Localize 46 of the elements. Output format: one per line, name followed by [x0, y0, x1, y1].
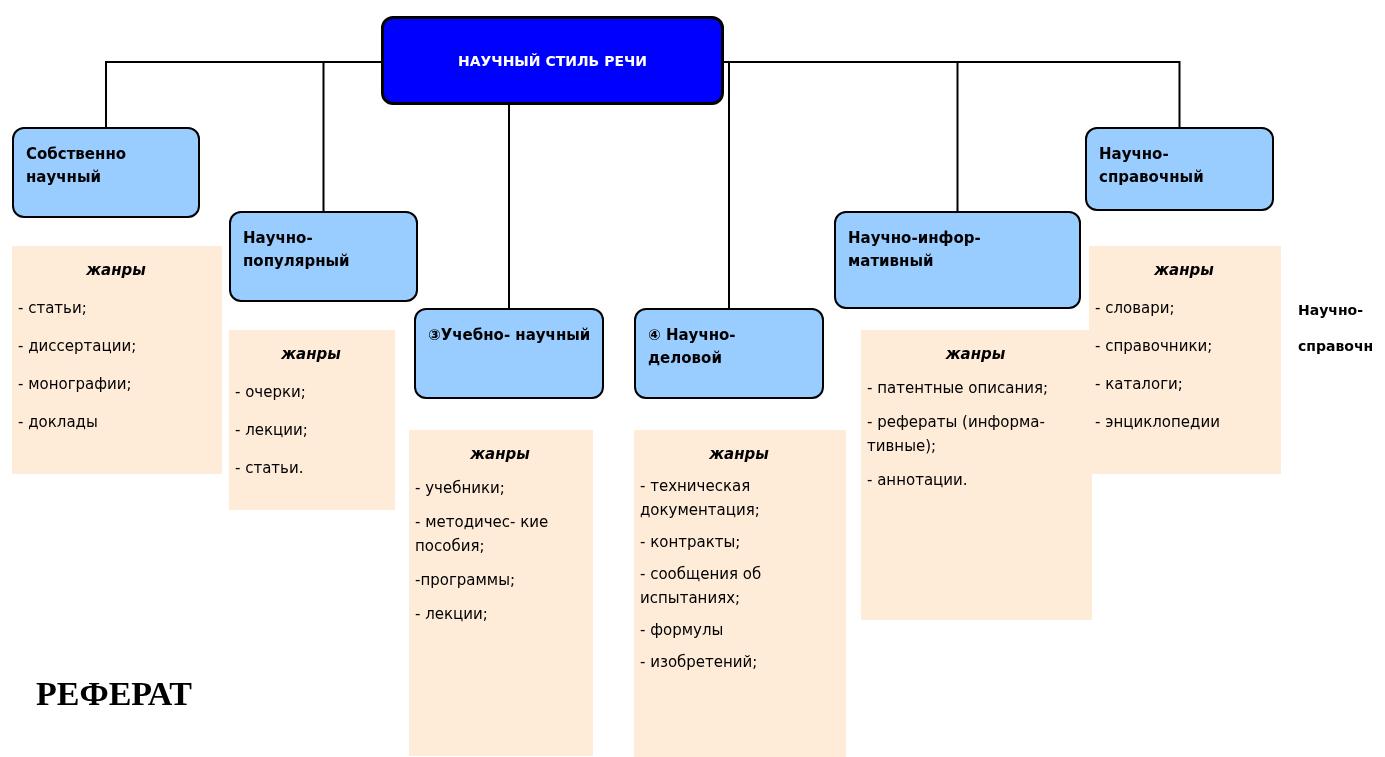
genre-panel: [409, 430, 593, 756]
category-box: ③Учебно- научный: [414, 308, 604, 399]
heading-text: РЕФЕРАТ: [36, 675, 193, 713]
genre-item: - монографии;: [18, 374, 133, 395]
genre-panel: [12, 246, 222, 474]
genre-item: - статьи.: [235, 458, 305, 479]
genre-item: - каталоги;: [1095, 374, 1184, 395]
genre-item: - доклады: [18, 412, 99, 433]
genre-item: - патентные описания;: [867, 378, 1050, 399]
genre-item: - очерки;: [235, 382, 307, 403]
genre-heading: жанры: [469, 444, 531, 465]
genre-heading: жанры: [280, 344, 342, 365]
genre-item: -программы;: [415, 570, 517, 591]
genre-item: - справочники;: [1095, 336, 1214, 357]
category-box: ④ Научно- деловой: [634, 308, 824, 399]
genre-item: - аннотации.: [867, 470, 969, 491]
genre-heading: жанры: [1153, 260, 1215, 281]
genre-item: - техническая документация;: [640, 476, 761, 521]
title-box: НАУЧНЫЙ СТИЛЬ РЕЧИ: [381, 16, 724, 105]
category-box: Научно-инфор- мативный: [834, 211, 1081, 309]
genre-panel: [1089, 246, 1281, 474]
genre-heading: жанры: [708, 444, 770, 465]
genre-item: - сообщения об испытаниях;: [640, 564, 763, 609]
genre-panel: [229, 330, 395, 510]
connector-line: [508, 104, 510, 309]
genre-heading: жанры: [85, 260, 147, 281]
genre-item: - словари;: [1095, 298, 1176, 319]
genre-item: - рефераты (информа- тивные);: [867, 412, 1046, 457]
genre-item: - лекции;: [235, 420, 309, 441]
genre-item: - лекции;: [415, 604, 489, 625]
genre-item: - методичес- кие пособия;: [415, 512, 550, 557]
genre-item: - диссертации;: [18, 336, 138, 357]
genre-item: - формулы: [640, 620, 725, 641]
category-box: Собственно научный: [12, 127, 200, 218]
category-box: Научно- популярный: [229, 211, 418, 302]
side-label: Научно- справочн: [1298, 301, 1375, 357]
genre-item: - учебники;: [415, 478, 506, 499]
genre-panel: [861, 330, 1092, 620]
genre-item: - контракты;: [640, 532, 742, 553]
genre-item: - статьи;: [18, 298, 88, 319]
genre-item: - энциклопедии: [1095, 412, 1221, 433]
genre-heading: жанры: [944, 344, 1007, 365]
category-box: Научно- справочный: [1085, 127, 1274, 211]
genre-panel: [634, 430, 846, 757]
genre-item: - изобретений;: [640, 652, 759, 673]
connector-line: [322, 61, 382, 212]
